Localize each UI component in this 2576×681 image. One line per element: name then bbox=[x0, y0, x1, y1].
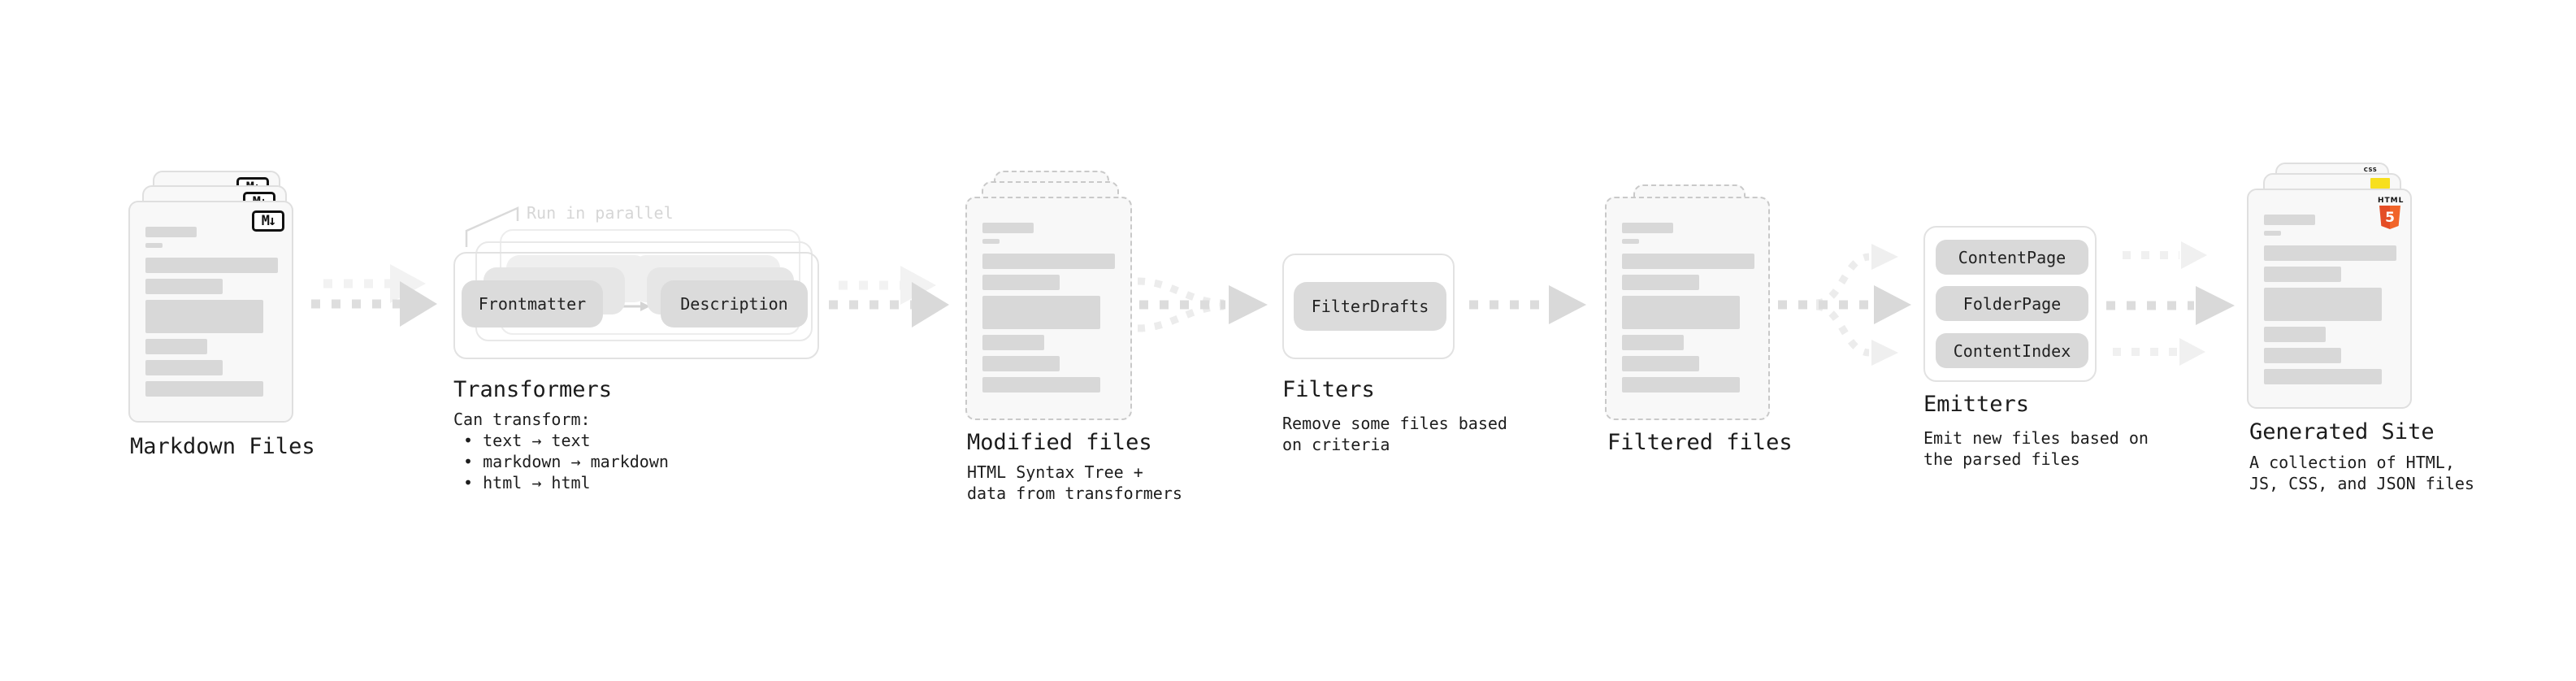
file-content-placeholder bbox=[982, 223, 1115, 393]
filtered-files-stack bbox=[1605, 184, 1776, 445]
markdown-files-stack: M↓ M↓ M↓ bbox=[128, 171, 305, 439]
run-in-parallel-note: Run in parallel bbox=[527, 203, 674, 223]
markdown-file-card-front: M↓ bbox=[128, 201, 293, 423]
emitter-pill-content-index: ContentIndex bbox=[1936, 333, 2088, 368]
filters-title: Filters bbox=[1282, 377, 1375, 402]
filters-box: FilterDrafts bbox=[1282, 254, 1455, 359]
description-pill: Description bbox=[661, 280, 808, 327]
html5-icon: HTML 5 bbox=[2378, 197, 2403, 229]
modified-files-description: HTML Syntax Tree + data from transformer… bbox=[967, 462, 1182, 503]
transformers-title: Transformers bbox=[453, 377, 613, 402]
arrow-filtered-to-emitters bbox=[1778, 244, 1911, 366]
generated-site-stack: CSS HTML 5 bbox=[2247, 163, 2418, 423]
file-content-placeholder bbox=[145, 227, 278, 397]
modified-files-title: Modified files bbox=[967, 430, 1152, 455]
generated-file-card-html: HTML 5 bbox=[2247, 189, 2412, 409]
emitter-pill-content-page: ContentPage bbox=[1936, 240, 2088, 275]
emitters-box: ContentPage FolderPage ContentIndex bbox=[1923, 226, 2097, 382]
emitter-pill-folder-page: FolderPage bbox=[1936, 286, 2088, 321]
emitters-title: Emitters bbox=[1923, 392, 2030, 417]
js-icon bbox=[2370, 178, 2390, 189]
generated-site-title: Generated Site bbox=[2249, 419, 2435, 445]
modified-files-stack bbox=[965, 171, 1136, 439]
modified-file-card-front bbox=[965, 197, 1132, 420]
filtered-files-title: Filtered files bbox=[1607, 430, 1793, 455]
frontmatter-pill: Frontmatter bbox=[462, 280, 603, 327]
markdown-files-title: Markdown Files bbox=[130, 434, 315, 459]
file-content-placeholder bbox=[2264, 215, 2396, 384]
arrow-markdown-to-transformers bbox=[311, 264, 437, 327]
filter-drafts-pill: FilterDrafts bbox=[1294, 282, 1446, 331]
generated-site-description: A collection of HTML, JS, CSS, and JSON … bbox=[2249, 453, 2474, 493]
filtered-file-card-front bbox=[1605, 197, 1770, 420]
arrow-filters-to-filtered bbox=[1469, 285, 1586, 324]
arrows-emitters-to-generated bbox=[2106, 241, 2235, 366]
arrow-transformers-to-modified bbox=[829, 266, 949, 327]
filters-description: Remove some files based on criteria bbox=[1282, 414, 1507, 454]
markdown-icon: M↓ bbox=[252, 210, 284, 232]
transformers-description: Can transform: • text → text • markdown … bbox=[453, 410, 669, 492]
emitters-description: Emit new files based on the parsed files bbox=[1923, 428, 2149, 469]
transformer-box-front bbox=[453, 252, 819, 359]
file-content-placeholder bbox=[1622, 223, 1754, 393]
arrow-modified-to-filters bbox=[1137, 277, 1268, 332]
